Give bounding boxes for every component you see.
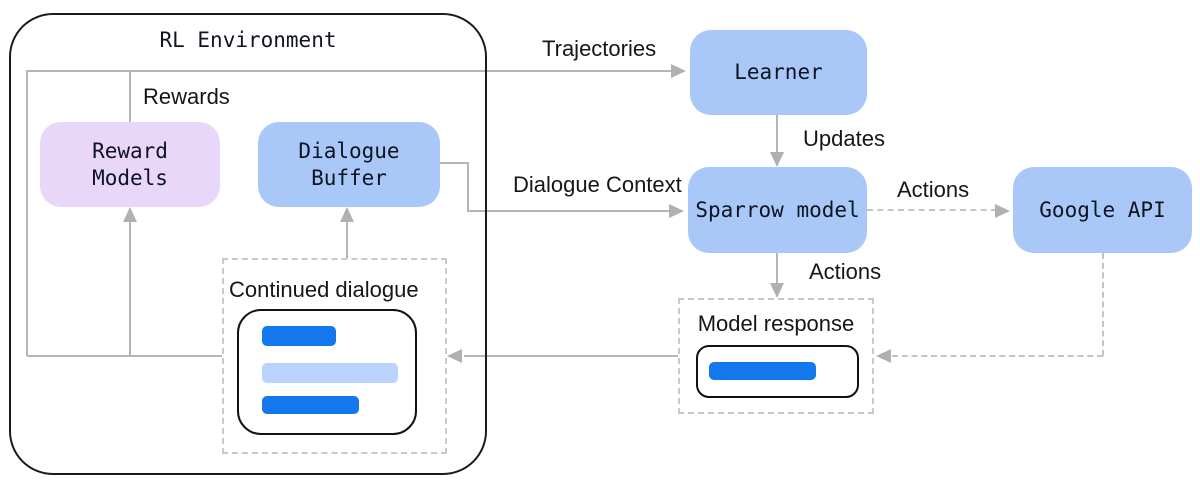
connector-left-vertical <box>26 70 28 356</box>
connector-learner-to-sparrow <box>776 115 778 153</box>
rl-environment-title: RL Environment <box>159 28 337 52</box>
connector-buffer-out-horizontal <box>440 162 469 164</box>
continued-dialogue-label: Continued dialogue <box>229 277 419 302</box>
node-google-api: Google API <box>1013 167 1192 253</box>
dialogue-message-bar-2 <box>262 363 398 383</box>
connector-trajectories-horizontal <box>27 70 673 72</box>
node-sparrow-model: Sparrow model <box>688 167 867 253</box>
connector-dialogue-to-buffer <box>346 221 348 258</box>
node-dialogue-buffer: Dialogue Buffer <box>258 122 440 207</box>
edge-label-actions-to-model-response: Actions <box>809 259 882 284</box>
node-learner-label: Learner <box>734 60 823 84</box>
edge-label-trajectories: Trajectories <box>542 36 657 61</box>
node-reward-models-line2: Models <box>92 165 168 190</box>
arrowhead-learner-to-sparrow <box>770 152 784 167</box>
connector-sparrow-to-response <box>776 253 778 284</box>
group-model-response: Model response <box>678 298 874 414</box>
node-dialogue-buffer-line1: Dialogue <box>298 138 400 163</box>
connector-googleapi-to-response-dashed <box>892 355 1103 357</box>
arrowhead-into-learner <box>671 64 686 78</box>
edge-label-updates: Updates <box>803 126 885 151</box>
node-sparrow-model-label: Sparrow model <box>695 197 860 222</box>
node-dialogue-buffer-line2: Buffer <box>311 165 387 190</box>
dialogue-message-bar-3 <box>262 396 359 414</box>
connector-buffer-out-vertical <box>467 162 469 212</box>
node-learner: Learner <box>690 30 867 115</box>
arrowhead-into-google-api <box>995 204 1010 218</box>
connector-dialogue-to-reward-models <box>129 221 131 356</box>
arrowhead-into-sparrow <box>669 204 684 218</box>
node-reward-models: Reward Models <box>40 122 220 207</box>
arrowhead-into-dialogue-buffer <box>340 207 354 222</box>
connector-googleapi-down-dashed <box>1102 253 1104 356</box>
continued-dialogue-card <box>237 309 417 435</box>
arrowhead-into-model-response <box>770 283 784 298</box>
arrowhead-into-reward-models <box>123 207 137 222</box>
arrowhead-into-continued-dialogue <box>447 349 462 363</box>
arrowhead-googleapi-into-response <box>876 349 891 363</box>
connector-sparrow-to-googleapi-dashed <box>867 209 997 211</box>
dialogue-message-bar-1 <box>262 326 336 346</box>
edge-label-actions-to-google-api: Actions <box>897 177 970 202</box>
model-response-card <box>696 345 859 398</box>
connector-response-to-dialogue <box>464 355 678 357</box>
node-google-api-label: Google API <box>1039 197 1166 222</box>
connector-dialogue-context-horizontal <box>467 210 671 212</box>
edge-label-dialogue-context: Dialogue Context <box>513 172 682 197</box>
node-reward-models-line1: Reward <box>92 138 168 163</box>
group-continued-dialogue: Continued dialogue <box>222 258 447 454</box>
connector-rewards-up <box>129 70 131 122</box>
model-response-bar <box>709 362 816 380</box>
connector-bottom-horizontal <box>27 355 222 357</box>
model-response-label: Model response <box>697 311 855 336</box>
edge-label-rewards: Rewards <box>143 84 230 109</box>
